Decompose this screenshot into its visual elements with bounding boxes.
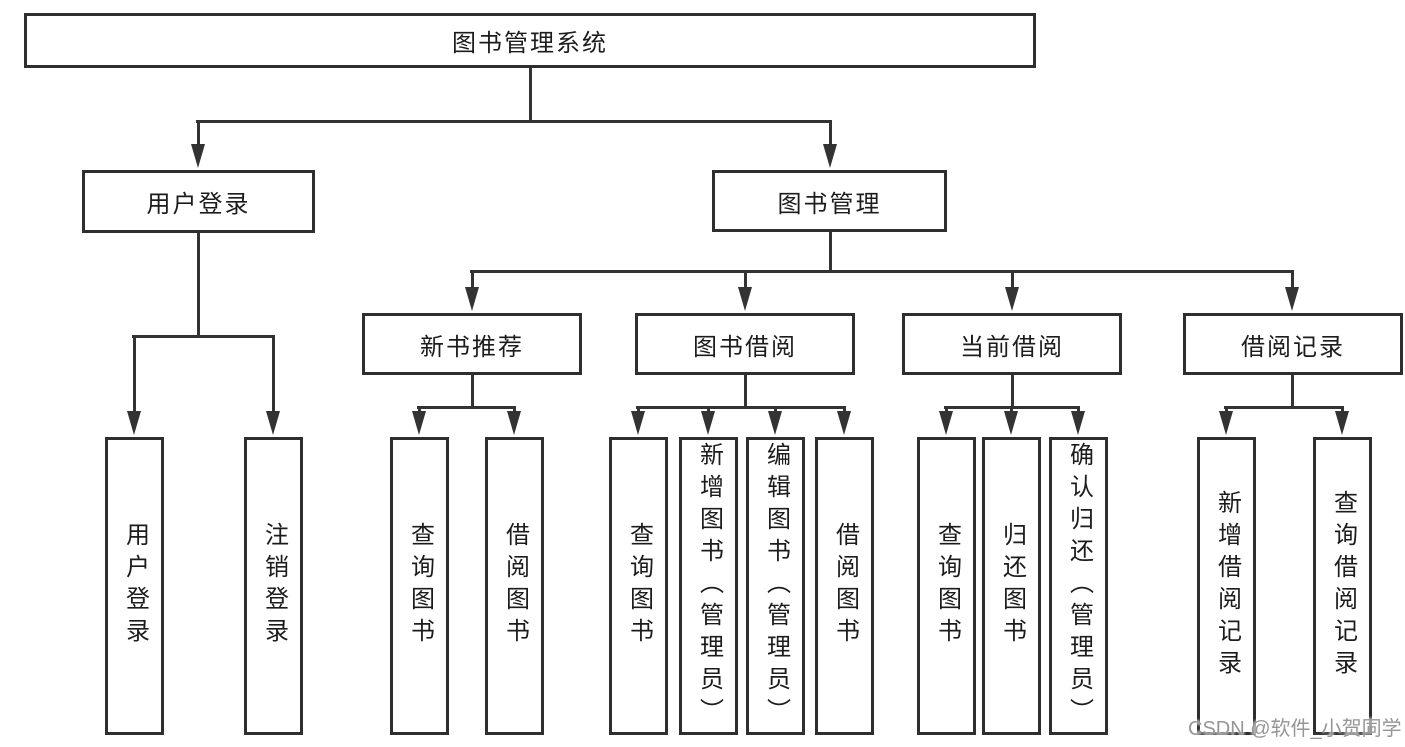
leaf-confirm-return-admin: 确认归还（管理员） bbox=[1049, 437, 1108, 735]
node-label: 查询图书 bbox=[625, 522, 653, 650]
node-label: 确认归还（管理员） bbox=[1065, 442, 1093, 730]
connector-line bbox=[132, 335, 275, 338]
connector-line bbox=[1291, 270, 1294, 292]
node-label: 借阅图书 bbox=[831, 522, 859, 650]
connector-line bbox=[744, 270, 747, 292]
arrowhead-down-icon bbox=[266, 411, 280, 435]
connector-line bbox=[272, 335, 275, 415]
arrowhead-down-icon bbox=[1071, 411, 1085, 435]
connector-line bbox=[471, 375, 474, 409]
leaf-query-borrow-record: 查询借阅记录 bbox=[1313, 437, 1372, 735]
arrowhead-down-icon bbox=[701, 411, 715, 435]
arrowhead-down-icon bbox=[631, 411, 645, 435]
arrowhead-down-icon bbox=[507, 411, 521, 435]
node-label: 注销登录 bbox=[260, 522, 288, 650]
connector-line bbox=[829, 232, 832, 273]
connector-line bbox=[829, 120, 832, 150]
node-label: 归还图书 bbox=[998, 522, 1026, 650]
node-new-book-recommend: 新书推荐 bbox=[362, 313, 582, 375]
node-borrow-records: 借阅记录 bbox=[1183, 313, 1403, 375]
arrowhead-down-icon bbox=[837, 411, 851, 435]
connector-line bbox=[133, 335, 136, 415]
arrowhead-down-icon bbox=[1335, 411, 1349, 435]
node-label: 图书借阅 bbox=[693, 333, 797, 361]
node-label: 用户登录 bbox=[121, 522, 149, 650]
arrowhead-down-icon bbox=[412, 411, 426, 435]
node-label: 新增图书（管理员） bbox=[695, 442, 723, 730]
arrowhead-down-icon bbox=[191, 144, 205, 168]
arrowhead-down-icon bbox=[939, 411, 953, 435]
arrowhead-down-icon bbox=[768, 411, 782, 435]
leaf-add-borrow-record: 新增借阅记录 bbox=[1197, 437, 1256, 735]
node-label: 用户登录 bbox=[146, 191, 251, 218]
arrowhead-down-icon bbox=[823, 144, 837, 168]
connector-line bbox=[417, 406, 516, 409]
node-label: 借阅图书 bbox=[501, 522, 529, 650]
node-user-login: 用户登录 bbox=[82, 170, 315, 233]
node-label: 当前借阅 bbox=[960, 333, 1064, 361]
node-book-management: 图书管理 bbox=[712, 170, 947, 232]
node-library-management-system: 图书管理系统 bbox=[24, 13, 1036, 68]
connector-line bbox=[1291, 375, 1294, 409]
node-label: 借阅记录 bbox=[1241, 333, 1345, 361]
leaf-edit-books-admin: 编辑图书（管理员） bbox=[746, 437, 805, 735]
leaf-return-books: 归还图书 bbox=[982, 437, 1041, 735]
leaf-borrow-books: 借阅图书 bbox=[815, 437, 874, 735]
connector-line bbox=[529, 68, 532, 123]
connector-line bbox=[1011, 270, 1014, 292]
arrowhead-down-icon bbox=[127, 411, 141, 435]
node-label: 查询图书 bbox=[406, 522, 434, 650]
connector-line bbox=[471, 270, 474, 292]
connector-line bbox=[197, 120, 200, 150]
connector-line bbox=[1224, 406, 1344, 409]
arrowhead-down-icon bbox=[465, 287, 479, 311]
leaf-query-books: 查询图书 bbox=[917, 437, 976, 735]
arrowhead-down-icon bbox=[1004, 411, 1018, 435]
node-label: 图书管理 bbox=[777, 190, 882, 218]
node-current-borrow: 当前借阅 bbox=[902, 313, 1122, 375]
arrowhead-down-icon bbox=[1219, 411, 1233, 435]
connector-line bbox=[197, 233, 200, 338]
node-label: 编辑图书（管理员） bbox=[762, 442, 790, 730]
leaf-borrow-books: 借阅图书 bbox=[485, 437, 544, 735]
node-label: 图书管理系统 bbox=[452, 30, 608, 57]
leaf-add-books-admin: 新增图书（管理员） bbox=[679, 437, 738, 735]
connector-line bbox=[744, 375, 747, 409]
node-label: 查询借阅记录 bbox=[1329, 490, 1357, 682]
connector-line bbox=[1011, 375, 1014, 409]
connector-line bbox=[636, 406, 845, 409]
arrowhead-down-icon bbox=[1285, 287, 1299, 311]
leaf-query-books: 查询图书 bbox=[390, 437, 449, 735]
node-book-borrow: 图书借阅 bbox=[635, 313, 855, 375]
leaf-user-login: 用户登录 bbox=[105, 437, 164, 735]
node-label: 查询图书 bbox=[933, 522, 961, 650]
connector-line bbox=[470, 270, 1293, 273]
arrowhead-down-icon bbox=[738, 287, 752, 311]
watermark: CSDN @软件_小贺同学 bbox=[1188, 718, 1402, 740]
arrowhead-down-icon bbox=[1005, 287, 1019, 311]
node-label: 新书推荐 bbox=[420, 333, 524, 361]
leaf-logout: 注销登录 bbox=[244, 437, 303, 735]
leaf-query-books: 查询图书 bbox=[609, 437, 668, 735]
connector-line bbox=[196, 120, 832, 123]
node-label: 新增借阅记录 bbox=[1213, 490, 1241, 682]
